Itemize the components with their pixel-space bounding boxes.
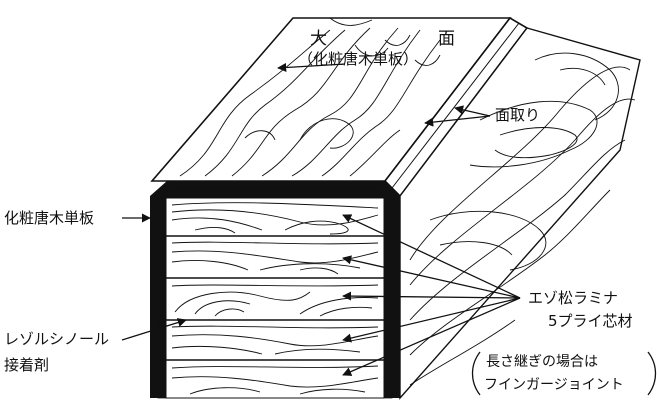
chamfer-label: 面取り <box>495 106 540 124</box>
chamfer-arrow-2 <box>424 115 491 127</box>
lamina-arrow-2 <box>342 255 521 299</box>
adhesive-label-1: レゾルシノール <box>4 330 109 348</box>
lamina-arrow-5 <box>342 297 521 376</box>
laminae <box>166 202 384 395</box>
finger-joint-label-1: 長さ継ぎの場合は <box>486 354 598 370</box>
laminae-label-1: エゾ松ラミナ <box>528 289 618 307</box>
labels: 大 面 （化粧唐木単板） 面取り 化粧唐木単板 エゾ松ラミナ 5プライ芯材 レゾ… <box>4 29 657 396</box>
top-face-arrow <box>277 62 346 73</box>
lamina-arrow-1 <box>342 214 521 299</box>
adhesive-arrow <box>121 318 187 341</box>
note-bracket-left <box>471 351 481 396</box>
chamfer-arrow-1 <box>454 105 491 117</box>
note-bracket-right <box>647 351 657 396</box>
finger-joint-label-2: フインガージョイント <box>484 377 624 393</box>
lamina-arrow-3 <box>342 291 521 301</box>
top-face-label-2: 面 <box>438 29 455 49</box>
side-face <box>399 27 641 400</box>
lamina-5 <box>171 365 379 395</box>
leader-lines <box>121 62 521 376</box>
lamina-2 <box>166 241 384 279</box>
adhesive-label-2: 接着剤 <box>4 356 49 374</box>
end-face <box>150 181 400 399</box>
lamina-3 <box>166 284 384 321</box>
veneer-label: 化粧唐木単板 <box>4 209 94 227</box>
top-face-label-1: 大 <box>310 29 327 49</box>
laminae-label-2: 5プライ芯材 <box>548 312 633 330</box>
top-face-label-3: （化粧唐木単板） <box>298 50 418 68</box>
lamina-arrow-4 <box>342 297 521 343</box>
